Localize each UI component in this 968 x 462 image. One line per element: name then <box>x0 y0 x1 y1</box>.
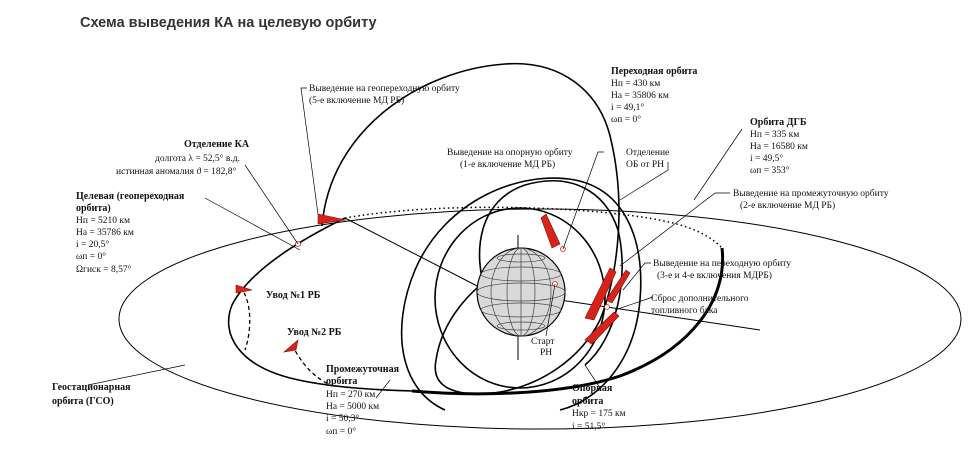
ob-separation-line2: ОБ от РН <box>626 160 664 170</box>
leader-target <box>204 197 301 251</box>
target-orbit-name1: Целевая (геопереходная <box>76 191 185 202</box>
gso-line1: Геостационарная <box>52 382 131 393</box>
parking-orbit-i: i = 51,5° <box>572 421 605 432</box>
intermediate-orbit-name2: орбита <box>326 376 357 387</box>
intermediate-orbit-path <box>400 177 642 411</box>
leader-gso <box>87 364 186 386</box>
intermediate-burn-arrow <box>584 267 617 321</box>
gto-burn-arrow <box>317 213 347 225</box>
intermediate-orbit-name1: Промежуточная <box>326 364 400 375</box>
leader-parking <box>562 151 604 250</box>
target-orbit-name2: орбита) <box>76 203 111 214</box>
intermediate-insertion-line2: (2-е включение МД РБ) <box>740 200 835 211</box>
intermediate-orbit-w: ωп = 0° <box>326 426 356 437</box>
leader-transfer <box>622 262 651 291</box>
parking-orbit-ellipse <box>434 207 606 389</box>
transfer-orbit-ha: Hа = 35806 км <box>611 91 669 101</box>
ob-separation-label: Отделение ОБ от РН <box>626 148 669 170</box>
dgb-orbit-w: ωп = 353° <box>750 165 790 176</box>
leader-parking-orbit <box>584 364 601 389</box>
transfer-orbit-name: Переходная орбита <box>611 66 697 77</box>
separation-longitude: долгота λ = 52,5° в.д. <box>155 153 240 164</box>
target-orbit-thick-path <box>411 247 725 396</box>
target-orbit-w: ωп = 0° <box>76 251 106 262</box>
parking-burn-arrow <box>540 213 561 249</box>
target-orbit-omega: Ωгиск = 8,57° <box>76 264 132 275</box>
dgb-orbit-hp: Hп = 335 км <box>750 130 799 140</box>
diagram-title: Схема выведения КА на целевую орбиту <box>80 15 377 31</box>
gso-line2: орбита (ГСО) <box>52 396 114 407</box>
intermediate-insertion-line1: Выведение на промежуточную орбиту <box>733 188 889 199</box>
gto-insertion-label: Выведение на геопереходную орбиту (5-е в… <box>309 83 460 106</box>
parking-orbit-h: Hкр = 175 км <box>572 409 626 419</box>
leader-separation <box>244 164 299 245</box>
parking-orbit-name1: Опорная <box>572 383 613 394</box>
departure1-arrow <box>235 284 253 294</box>
leader-intermediate-orbit <box>375 379 391 399</box>
departure2-arrow <box>282 339 299 353</box>
transfer-insertion-line2: (3-е и 4-е включения МДРБ) <box>657 270 772 281</box>
separation-label: Отделение КА долгота λ = 52,5° в.д. исти… <box>116 139 250 177</box>
transfer-orbit-path <box>321 62 620 395</box>
tank-drop-label: Сброс дополнительного топливного бака <box>651 293 749 316</box>
separation-anomaly: истинная аномалия ϑ = 182,8° <box>116 166 237 177</box>
tank-marker <box>604 304 610 310</box>
intermediate-orbit-label: Промежуточная орбита Hп = 270 км Hа = 50… <box>326 364 400 437</box>
transfer-burn-arrow <box>605 269 631 304</box>
target-orbit-i: i = 20,5° <box>76 239 109 250</box>
dotted-orbit-plane <box>344 206 723 249</box>
earth-globe <box>476 247 566 337</box>
departure2-trajectory <box>291 344 331 386</box>
leader-launch <box>545 283 556 337</box>
target-orbit-label: Целевая (геопереходная орбита) Hп = 5210… <box>76 191 185 275</box>
leader-dgb <box>693 128 743 201</box>
target-orbit-hp: Hп = 5210 км <box>76 216 130 226</box>
tank-drop-line1: Сброс дополнительного <box>651 293 749 304</box>
ob-separation-line1: Отделение <box>626 148 669 158</box>
departure1-trajectory <box>239 286 251 351</box>
leader-tank <box>614 296 654 311</box>
gso-label: Геостационарная орбита (ГСО) <box>52 382 131 407</box>
departure2-label: Увод №2 РБ <box>287 327 342 338</box>
apse-line-left <box>344 217 486 291</box>
dgb-orbit-i: i = 49,5° <box>750 153 783 164</box>
departure1-label: Увод №1 РБ <box>266 290 321 301</box>
leader-gto <box>300 87 319 215</box>
parking-insertion-line2: (1-е включение МД РБ) <box>460 159 555 170</box>
launch-line2: РН <box>540 348 552 358</box>
parking-orbit-name2: орбита <box>572 396 603 407</box>
transfer-insertion-label: Выведение на переходную орбиту (3-е и 4-… <box>653 258 791 281</box>
intermediate-insertion-label: Выведение на промежуточную орбиту (2-е в… <box>733 188 889 211</box>
tank-burn-arrow <box>584 311 620 345</box>
parking-orbit-label: Опорная орбита Hкр = 175 км i = 51,5° <box>572 383 626 432</box>
gto-insertion-line2: (5-е включение МД РБ) <box>309 95 404 106</box>
dgb-orbit-name: Орбита ДГБ <box>750 117 807 128</box>
intermediate-orbit-ha: Hа = 5000 км <box>326 402 379 412</box>
leader-ob <box>619 162 669 201</box>
transfer-orbit-hp: Hп = 430 км <box>611 79 660 89</box>
tank-drop-line2: топливного бака <box>651 305 718 316</box>
parking-insertion-label: Выведение на опорную орбиту (1-е включен… <box>447 147 573 170</box>
dgb-orbit-ha: Hа = 16580 км <box>750 142 808 152</box>
leader-intermediate <box>619 192 730 267</box>
separation-name: Отделение КА <box>184 139 250 150</box>
parking-insertion-line1: Выведение на опорную орбиту <box>447 147 573 158</box>
launch-label: Старт РН <box>531 337 555 358</box>
launch-line1: Старт <box>531 337 555 347</box>
transfer-insertion-line1: Выведение на переходную орбиту <box>653 258 791 269</box>
dgb-orbit-label: Орбита ДГБ Hп = 335 км Hа = 16580 км i =… <box>750 117 808 176</box>
gto-insertion-line1: Выведение на геопереходную орбиту <box>309 83 460 94</box>
transfer-orbit-w: ωп = 0° <box>611 114 641 125</box>
intermediate-orbit-hp: Hп = 270 км <box>326 390 375 400</box>
intermediate-orbit-i: i = 50,3° <box>326 413 359 424</box>
target-orbit-ha: Hа = 35786 км <box>76 228 134 238</box>
transfer-orbit-label: Переходная орбита Hп = 430 км Hа = 35806… <box>611 66 697 125</box>
transfer-orbit-i: i = 49,1° <box>611 102 644 113</box>
gso-orbit-ellipse <box>118 208 962 430</box>
target-orbit-path <box>227 217 413 392</box>
